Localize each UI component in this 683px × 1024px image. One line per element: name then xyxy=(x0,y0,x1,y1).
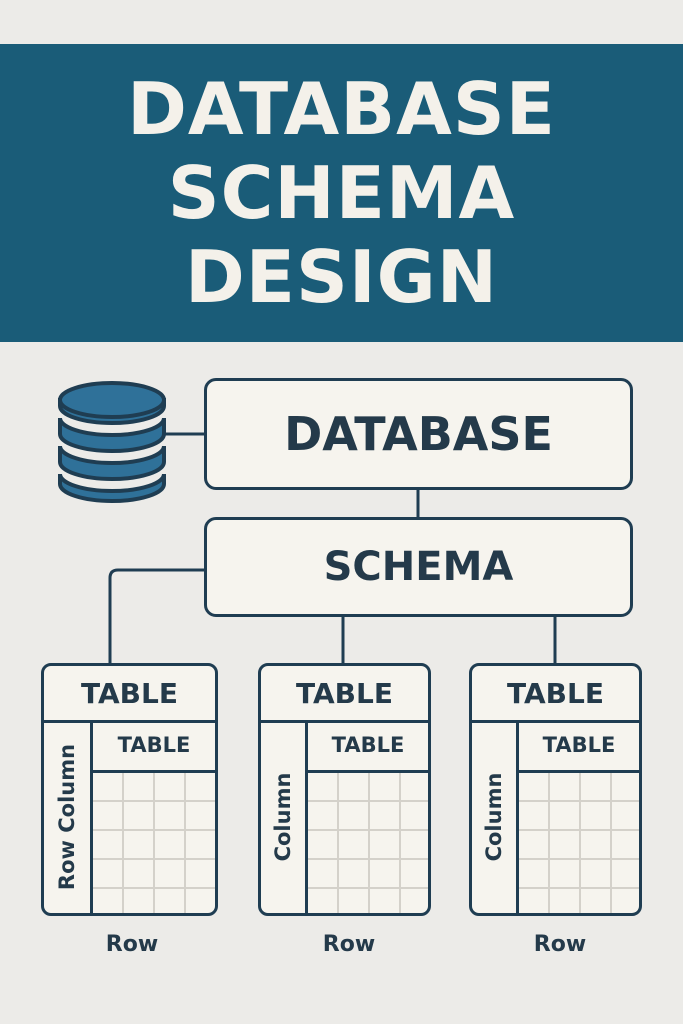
title-line-2: SCHEMA xyxy=(167,151,516,235)
table-card-side: Column xyxy=(472,720,519,913)
table-card-3: TABLE Column TABLE xyxy=(469,663,642,916)
title-line-1: DATABASE xyxy=(127,67,556,151)
title-banner: DATABASE SCHEMA DESIGN xyxy=(0,44,683,342)
table-card-title: TABLE xyxy=(261,666,428,723)
side-label-row-column: Row Column xyxy=(55,743,79,890)
table-card-grid xyxy=(308,773,428,913)
row-label-2: Row xyxy=(322,932,376,957)
database-cylinder-icon xyxy=(58,381,166,503)
table-card-1: TABLE Row Column TABLE xyxy=(41,663,218,916)
row-label-3: Row xyxy=(533,932,587,957)
table-card-side: Column xyxy=(261,720,308,913)
table-card-subheader: TABLE xyxy=(93,720,215,773)
table-card-grid xyxy=(519,773,639,913)
table-card-subheader: TABLE xyxy=(519,720,639,773)
table-card-grid xyxy=(93,773,215,913)
table-card-title: TABLE xyxy=(472,666,639,723)
connector-schema-table-1 xyxy=(108,568,204,663)
schema-box: SCHEMA xyxy=(204,517,633,617)
table-card-2: TABLE Column TABLE xyxy=(258,663,431,916)
side-label-column: Column xyxy=(482,772,506,861)
title-line-3: DESIGN xyxy=(185,235,498,319)
database-box: DATABASE xyxy=(204,378,633,490)
row-label-1: Row xyxy=(105,932,159,957)
table-card-side: Row Column xyxy=(44,720,93,913)
table-card-title: TABLE xyxy=(44,666,215,723)
side-label-column: Column xyxy=(271,772,295,861)
table-card-subheader: TABLE xyxy=(308,720,428,773)
